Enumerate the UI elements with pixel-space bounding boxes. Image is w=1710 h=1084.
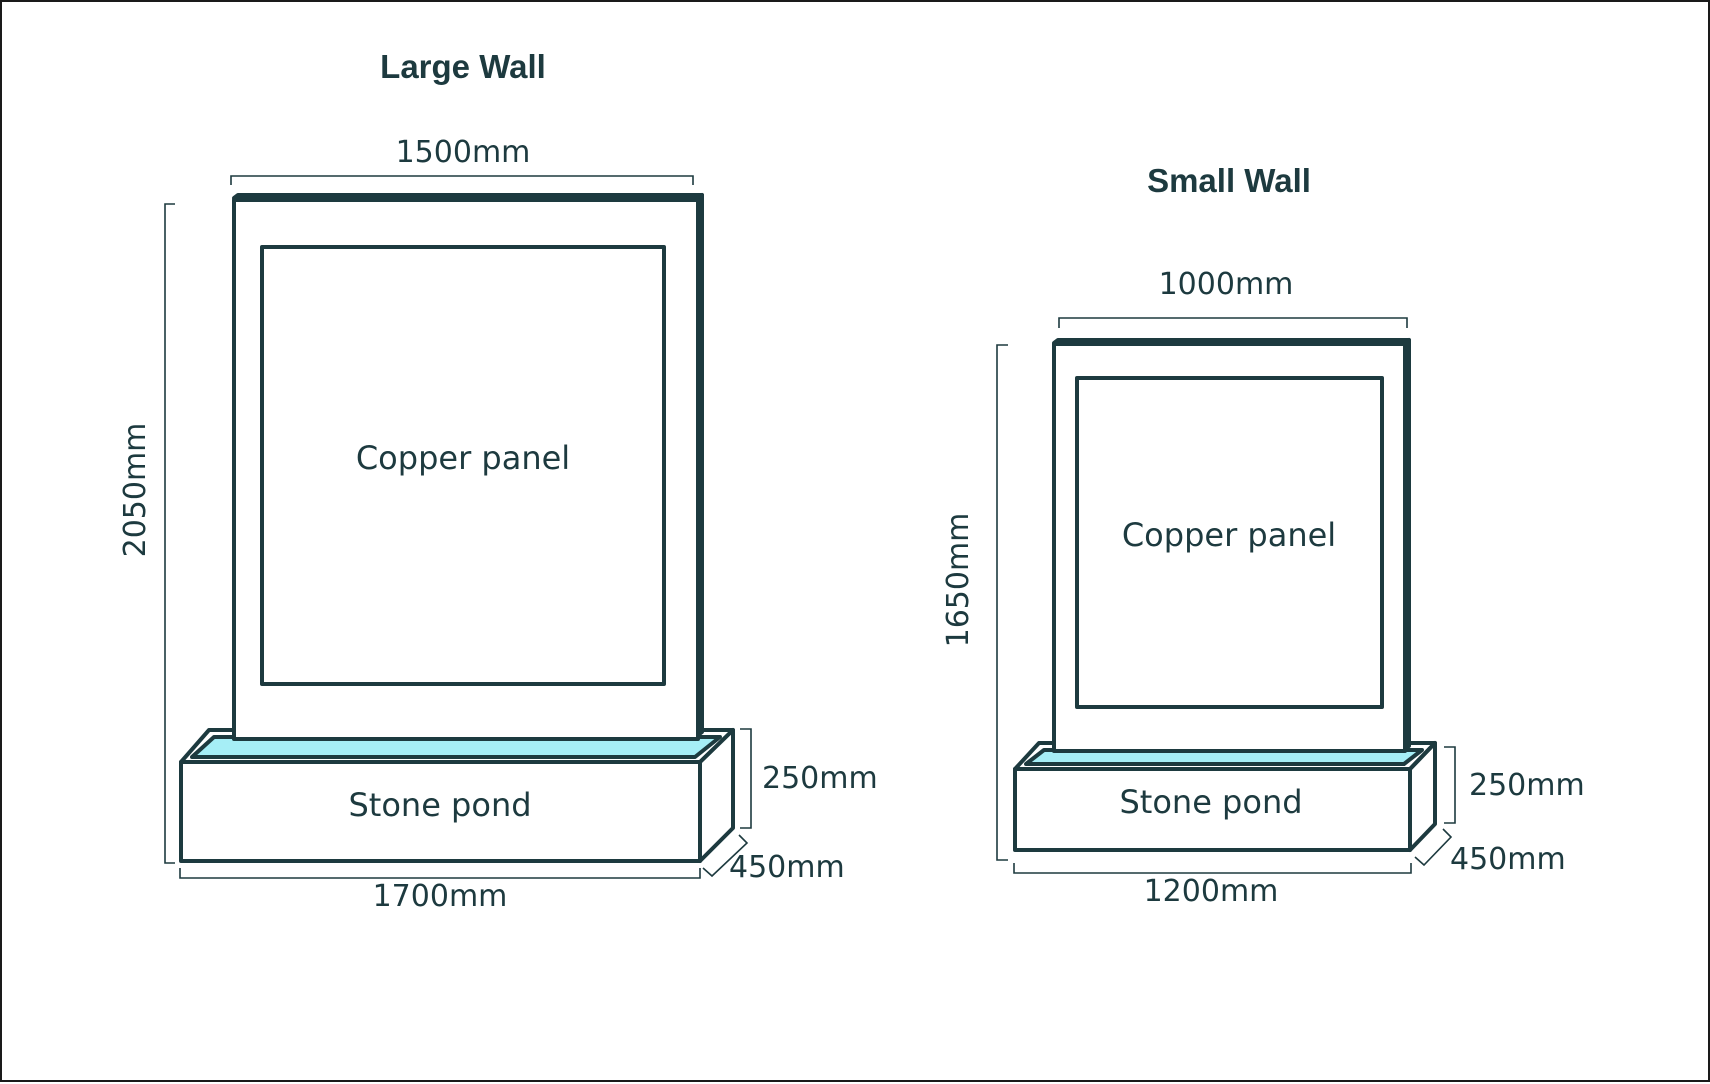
large-pond-side [698, 728, 735, 863]
large-copper-panel [260, 245, 666, 686]
large-wall-title: Large Wall [380, 48, 546, 85]
small-pond-depth-dim: 450mm [1450, 842, 1566, 877]
large-pond-height-dim-line [740, 728, 752, 829]
small-pond-height-dim: 250mm [1469, 768, 1585, 803]
small-wall-title: Small Wall [1147, 162, 1311, 199]
small-width-dim-line [1058, 317, 1408, 328]
small-copper-panel-label: Copper panel [1122, 516, 1336, 554]
small-stone-pond [1013, 767, 1412, 852]
small-stone-pond-label: Stone pond [1119, 783, 1302, 821]
small-width-dim: 1000mm [1159, 267, 1294, 302]
large-pond-depth-dim: 450mm [729, 850, 845, 885]
large-pond-width-dim: 1700mm [373, 879, 508, 914]
large-width-dim-line [230, 175, 694, 185]
large-pond-height-dim: 250mm [762, 761, 878, 796]
small-pond-width-dim: 1200mm [1144, 874, 1279, 909]
large-stone-pond-label: Stone pond [348, 786, 531, 824]
large-height-dim: 2050mm [118, 423, 153, 558]
small-height-dim: 1650mm [941, 513, 976, 648]
large-pond-inner-rim [190, 735, 722, 759]
small-pond-water [1026, 750, 1422, 764]
large-copper-panel-label: Copper panel [356, 439, 570, 477]
small-pond-depth-dim-line [1414, 828, 1453, 867]
small-pond-inner-rim [1024, 748, 1424, 766]
large-wall-top-edge [232, 193, 704, 200]
large-pond-water [192, 737, 720, 757]
small-pond-width-dim-line [1013, 863, 1412, 874]
small-pond-height-dim-line [1444, 746, 1456, 824]
large-width-dim: 1500mm [396, 135, 531, 170]
large-height-dim-line [164, 203, 175, 864]
large-pond-width-dim-line [179, 868, 701, 879]
small-height-dim-line [996, 344, 1008, 861]
small-wall-frame [1052, 342, 1407, 753]
small-pond-side [1408, 741, 1437, 852]
large-pond-depth-dim-line [702, 834, 749, 878]
large-wall-frame [232, 198, 700, 741]
small-wall-group: Small Wall Copper panel Stone pond 1000m… [941, 162, 1585, 909]
large-wall-group: Large Wall Copper panel Stone pond 1500m… [118, 48, 878, 914]
small-copper-panel [1075, 376, 1384, 709]
